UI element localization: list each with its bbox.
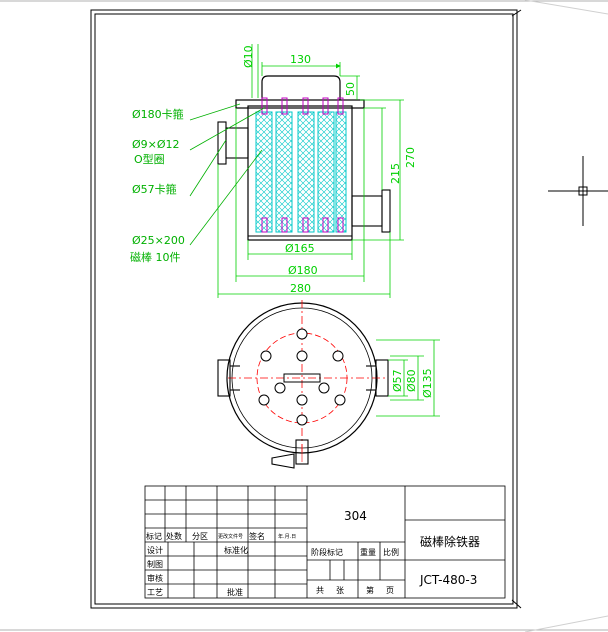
dim-d180: Ø180 xyxy=(288,264,318,277)
rod-holes xyxy=(258,328,346,426)
label-clamp57: Ø57卡箍 xyxy=(132,182,177,196)
clamp-knob xyxy=(271,439,309,469)
label-page-no: 第 xyxy=(366,585,374,595)
dim-270: 270 xyxy=(404,147,417,168)
top-flange xyxy=(235,99,365,109)
dim-d80: Ø80 xyxy=(405,369,418,392)
label-rod-count: 磁棒 10件 xyxy=(130,250,181,264)
label-sheets: 张 xyxy=(336,586,344,595)
label-oring-size: Ø9×Ø12 xyxy=(132,138,180,151)
label-stage-mark: 阶段标记 xyxy=(311,547,343,557)
label-scale: 比例 xyxy=(383,547,399,557)
lid-handle xyxy=(261,75,341,100)
dim-280: 280 xyxy=(290,282,311,295)
label-draw: 制图 xyxy=(147,559,163,569)
top-pipes xyxy=(217,359,389,397)
dim-d135: Ø135 xyxy=(421,368,434,398)
rev-count: 处数 xyxy=(166,531,182,541)
dim-d165: Ø165 xyxy=(285,242,315,255)
label-weight: 重量 xyxy=(360,547,376,557)
top-view: Ø57 Ø80 Ø135 xyxy=(217,300,440,469)
crosshair-cursor[interactable] xyxy=(548,156,608,226)
title-block-text: 标记 处数 分区 更改文件号 签名 年.月.日 设计 标准化 制图 审核 工艺 … xyxy=(146,509,480,597)
rev-zone: 分区 xyxy=(192,532,208,541)
label-design: 设计 xyxy=(147,545,163,555)
label-total: 共 xyxy=(316,586,324,595)
dim-50: 50 xyxy=(344,82,357,96)
rev-doc: 更改文件号 xyxy=(218,533,243,540)
housing-body xyxy=(247,105,353,241)
dim-d57: Ø57 xyxy=(391,369,404,392)
bolt-circle xyxy=(256,332,348,424)
label-approve: 批准 xyxy=(227,587,243,597)
dim-d10: Ø10 xyxy=(242,45,255,68)
inlet-pipe xyxy=(217,121,249,165)
front-view: Ø10 130 50 270 215 Ø165 Ø180 280 Ø180卡箍 … xyxy=(130,44,417,298)
product-name: 磁棒除铁器 xyxy=(420,534,480,549)
dim-130: 130 xyxy=(290,53,311,66)
rev-sign: 签名 xyxy=(249,531,265,541)
drawing-number: JCT-480-3 xyxy=(419,573,477,587)
title-block xyxy=(144,485,506,599)
label-oring: O型圈 xyxy=(134,152,165,166)
label-clamp180: Ø180卡箍 xyxy=(132,107,184,121)
material: 304 xyxy=(344,509,367,523)
rev-date: 年.月.日 xyxy=(278,533,296,540)
magnetic-rods xyxy=(255,111,347,233)
outlet-pipe xyxy=(351,189,391,233)
label-rod-size: Ø25×200 xyxy=(132,234,185,247)
rod-studs xyxy=(261,97,344,233)
dim-215: 215 xyxy=(389,163,402,184)
rev-mark: 标记 xyxy=(146,531,162,541)
label-page: 页 xyxy=(386,586,394,595)
leader-lines xyxy=(189,103,265,246)
label-process: 工艺 xyxy=(147,588,163,597)
sheet-border xyxy=(90,9,522,609)
label-standardize: 标准化 xyxy=(224,545,248,555)
label-check: 审核 xyxy=(147,573,163,583)
